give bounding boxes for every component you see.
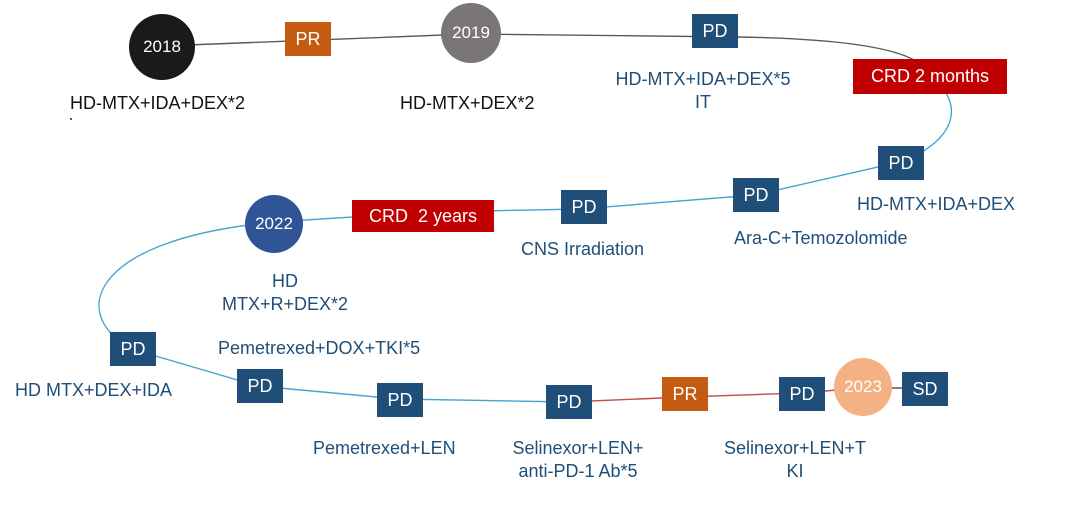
response-pd-badge: PD [779,377,825,411]
treatment-label-line: HD [272,271,298,291]
treatment-label-line: Selinexor+LEN+ [512,438,644,458]
treatment-label: HD-MTX+DEX*2 [400,93,535,113]
year-2023-circle: 2023 [834,358,892,416]
response-pr-badge: PR [285,22,331,56]
treatment-label-line: HD-MTX+IDA+DEX*5 [615,69,791,89]
treatment-label: HD-MTX+IDA+DEX*2 [70,93,246,113]
response-pd-badge: PD [733,178,779,212]
treatment-label-line: MTX+R+DEX*2 [221,294,349,314]
stray-dot [70,118,72,120]
treatment-label: Pemetrexed+DOX+TKI*5 [218,338,421,358]
year-2019-circle: 2019 [441,3,501,63]
response-pr-badge: PR [662,377,708,411]
response-pd-badge: PD [377,383,423,417]
response-sd-badge: SD [902,372,948,406]
year-2022-circle: 2022 [245,195,303,253]
year-2018-circle: 2018 [129,14,195,80]
treatment-label-line: Selinexor+LEN+T [723,438,867,458]
response-pd-badge: PD [546,385,592,419]
treatment-label: HD-MTX+IDA+DEX [857,194,1016,214]
response-pd-badge: PD [110,332,156,366]
response-pd-badge: PD [237,369,283,403]
treatment-label-line: IT [695,92,711,112]
response-crd-2-years-badge: CRD 2 years [352,200,494,232]
response-pd-badge: PD [692,14,738,48]
treatment-label: Selinexor+LEN+ anti-PD-1 Ab*5 [493,437,663,483]
response-pd-badge: PD [878,146,924,180]
response-pd-badge: PD [561,190,607,224]
response-crd-2-months-badge: CRD 2 months [853,59,1007,94]
treatment-label: HD MTX+R+DEX*2 [200,270,370,316]
treatment-label: Pemetrexed+LEN [313,438,456,458]
treatment-label: Ara-C+Temozolomide [734,228,908,248]
treatment-label: HD MTX+DEX+IDA [15,380,173,400]
treatment-label: Selinexor+LEN+T KI [705,437,885,483]
treatment-label: CNS Irradiation [521,239,645,259]
treatment-label: HD-MTX+IDA+DEX*5 IT [598,68,808,114]
timeline-red-segment [567,387,863,403]
treatment-label-line: KI [786,461,804,481]
treatment-label-line: anti-PD-1 Ab*5 [518,461,638,481]
timeline-gray-segment [161,33,929,76]
